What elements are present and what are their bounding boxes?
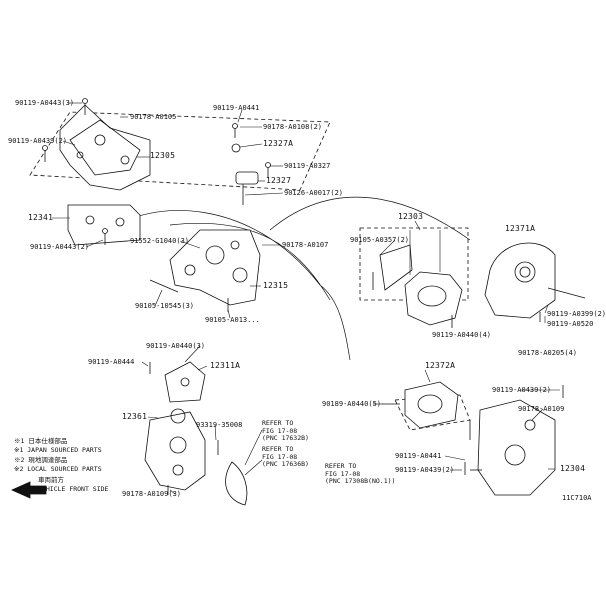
- mount-12372A: [404, 381, 459, 429]
- label-90178-a0107: 90178-A0107: [282, 241, 329, 249]
- body-outline: [109, 210, 351, 361]
- label-90178-a0205-4: 90178-A0205(4): [518, 349, 578, 357]
- bracket-12361: [144, 408, 206, 491]
- label-90119-a0520: 90119-A0520: [547, 320, 594, 328]
- label-12304: 12304: [560, 464, 586, 473]
- label-12372a: 12372A: [425, 361, 456, 370]
- label-90119-a0441: 90119-A0441: [213, 104, 260, 112]
- frame-outline: [269, 196, 471, 241]
- label-93319-35008: 93319-35008: [196, 421, 243, 429]
- label-12305: 12305: [150, 151, 176, 160]
- label-90119-a0443-3: 90119-A0443(3): [15, 99, 75, 107]
- label-12371a: 12371A: [505, 224, 536, 233]
- bracket-12341: [67, 204, 141, 246]
- bracket-12304: [470, 399, 556, 496]
- label-12341: 12341: [28, 213, 54, 222]
- legend-local-en: ※2 LOCAL SOURCED PARTS: [14, 465, 102, 473]
- label-90119-a0440-3: 90119-A0440(3): [146, 342, 206, 350]
- label-90105-a0357-2: 90105-A0357(2): [350, 236, 410, 244]
- legend-front-en: VEHICLE FRONT SIDE: [38, 485, 109, 493]
- label-90105-a013: 90105-A013...: [205, 316, 260, 324]
- label-90105-10545-3: 90105-10545(3): [135, 302, 195, 310]
- label-90119-a0440-4: 90119-A0440(4): [432, 331, 492, 339]
- bracket-12315: [169, 229, 261, 306]
- part-12327A: [231, 143, 241, 153]
- label-90119-a0439-2: 90119-A0439(2): [8, 137, 68, 145]
- diagram-code: 11C710A: [562, 494, 592, 502]
- label-90119-a0399-2: 90119-A0399(2): [547, 310, 606, 318]
- part-12327: [235, 171, 259, 205]
- leader-lines: [52, 102, 560, 495]
- label-90119-a0441b: 90119-A0441: [395, 452, 442, 460]
- label-90119-a0443-2: 90119-A0443(2): [30, 243, 90, 251]
- group-box-12305: [29, 111, 331, 191]
- label-90119-a0439-2c: 90119-A0439(2): [395, 466, 455, 474]
- label-90189-a0440-5: 90189-A0440(5): [322, 400, 382, 408]
- label-12311a: 12311A: [210, 361, 241, 370]
- label-90119-a0327: 90119-A0327: [284, 162, 331, 170]
- mount-12303: [379, 244, 463, 326]
- label-90119-a0439-2b: 90119-A0439(2): [492, 386, 552, 394]
- bracket-12371A: [484, 242, 586, 319]
- refer-to-17632b: REFER TO FIG 17-08 (PNC 17632B): [262, 419, 309, 442]
- bracket-12305: [59, 104, 151, 191]
- legend-front-jp: 車両前方: [38, 476, 64, 484]
- label-90119-a0444: 90119-A0444: [88, 358, 135, 366]
- bracket-12311A: [164, 361, 206, 403]
- label-12361: 12361: [122, 412, 148, 421]
- label-90178-a0105: 90178-A0105: [130, 113, 177, 121]
- legend-local-jp: ※2 現地調達部品: [14, 456, 68, 464]
- legend-japan-en: ※1 JAPAN SOURCED PARTS: [14, 446, 102, 454]
- label-90126-a0017-2: 90126-A0017(2): [284, 189, 344, 197]
- label-91552-g1040-3: 91552-G1040(3): [130, 237, 190, 245]
- label-12327: 12327: [266, 176, 292, 185]
- refer-to-17636b: REFER TO FIG 17-08 (PNC 17636B): [262, 445, 309, 468]
- group-box-12303: [359, 227, 469, 301]
- label-90178-a0109-3: 90178-A0109(3): [122, 490, 182, 498]
- label-90178-a0109: 90178-A0109: [518, 405, 565, 413]
- bolts: [42, 98, 564, 495]
- hose-clamp: [225, 461, 248, 506]
- front-direction-arrow: [11, 481, 47, 499]
- label-12327a: 12327A: [263, 139, 294, 148]
- label-90178-a0108-2: 90178-A0108(2): [263, 123, 323, 131]
- label-12315: 12315: [263, 281, 289, 290]
- legend-japan-jp: ※1 日本仕様部品: [14, 437, 68, 445]
- refer-to-17308b: REFER TO FIG 17-08 (PNC 17308B(NO.1)): [325, 462, 396, 485]
- label-12303: 12303: [398, 212, 424, 221]
